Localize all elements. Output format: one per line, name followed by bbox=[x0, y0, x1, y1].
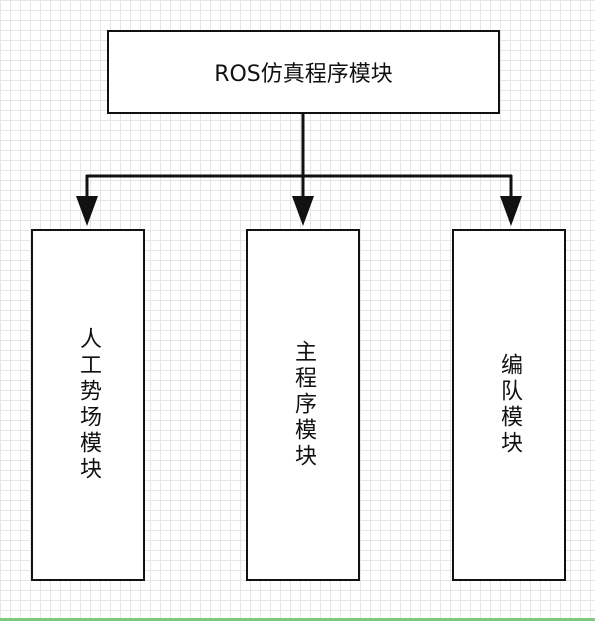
node-label: 主程序模块 bbox=[291, 340, 316, 470]
node-label: 编队模块 bbox=[497, 353, 522, 457]
node-main-program: 主程序模块 bbox=[246, 229, 360, 581]
node-root: ROS仿真程序模块 bbox=[107, 30, 500, 114]
node-root-label: ROS仿真程序模块 bbox=[214, 62, 393, 87]
arrowhead-3 bbox=[500, 196, 522, 226]
node-formation: 编队模块 bbox=[452, 229, 566, 581]
node-artificial-potential-field: 人工势场模块 bbox=[31, 229, 145, 581]
arrowhead-1 bbox=[76, 196, 98, 226]
bottom-edge-line bbox=[0, 618, 595, 621]
arrowhead-2 bbox=[292, 196, 314, 226]
node-label: 人工势场模块 bbox=[76, 327, 101, 483]
